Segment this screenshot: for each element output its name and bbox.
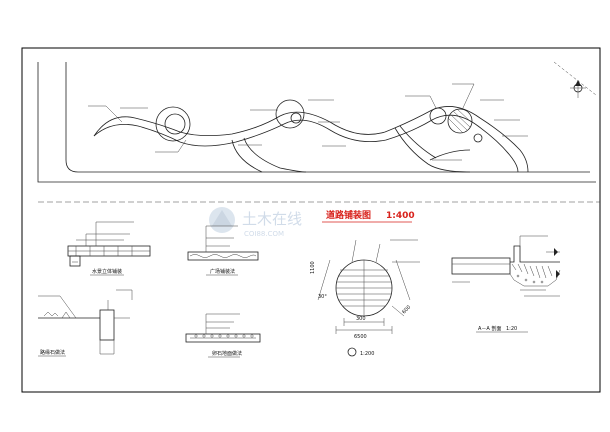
detail-5-dim-angle: 30° xyxy=(318,294,327,300)
plan-circle-5 xyxy=(473,133,483,143)
path-upper xyxy=(93,106,529,173)
detail-4-label: 卵石地面做法 xyxy=(212,350,242,357)
plan-view xyxy=(37,61,600,203)
detail-6-marker-1 xyxy=(554,248,558,256)
detail-6-scale: 1:20 xyxy=(506,326,517,332)
plan-circle-3 xyxy=(429,107,447,125)
detail-3-label: 路缘石做法 xyxy=(40,349,65,356)
path-branch-2 xyxy=(243,137,307,173)
watermark: 土木在线 COI88.COM xyxy=(209,207,302,238)
plan-circle-2-inner xyxy=(290,112,302,124)
north-arrow-icon xyxy=(570,80,586,98)
path-lower xyxy=(93,114,519,173)
detail-5-dim-outer: 6500 xyxy=(354,334,367,340)
plan-dashed-edge xyxy=(553,61,597,96)
sheet-border xyxy=(21,47,601,393)
path-branch-4 xyxy=(399,125,437,159)
plan-circle-2-outer xyxy=(275,99,305,129)
plan-circle-4-hatched xyxy=(447,108,473,134)
detail-5-dim-inner: 300 xyxy=(356,316,366,322)
path-branch-5 xyxy=(429,149,471,161)
plan-circle-1-outer xyxy=(155,106,191,142)
detail-6-marker-2 xyxy=(556,270,560,278)
main-title: 道路铺装图 xyxy=(326,209,371,221)
plan-circle-1-inner xyxy=(164,113,186,135)
plan-boundary-outer xyxy=(37,62,596,183)
detail-5: 1100 30° 300 6500 600 1:200 xyxy=(310,239,420,357)
detail-1: 水景立体铺装 xyxy=(67,221,151,276)
plan-leaders xyxy=(88,83,528,161)
detail-5-dim-top: 1100 xyxy=(310,261,316,274)
detail-5-dim-diag: 600 xyxy=(401,304,412,315)
detail-2: 广场铺装法 xyxy=(187,225,259,276)
detail-6: A－A 剖面 1:20 xyxy=(451,235,561,333)
path-branch-3 xyxy=(394,127,471,173)
detail-4: 卵石地面做法 xyxy=(185,313,261,358)
detail-2-label: 广场铺装法 xyxy=(210,268,235,275)
detail-5-scale: 1:200 xyxy=(360,351,374,357)
detail-6-label: A－A 剖面 xyxy=(478,325,501,332)
plan-boundary-inner xyxy=(65,62,590,173)
detail-3: 路缘石做法 xyxy=(38,289,133,357)
main-scale: 1:400 xyxy=(386,211,415,221)
detail-5-callout-circle xyxy=(347,347,357,357)
watermark-cn: 土木在线 xyxy=(242,210,302,228)
detail-1-label: 水景立体铺装 xyxy=(92,268,122,275)
path-branch-1 xyxy=(231,139,263,173)
watermark-en: COI88.COM xyxy=(244,230,284,238)
